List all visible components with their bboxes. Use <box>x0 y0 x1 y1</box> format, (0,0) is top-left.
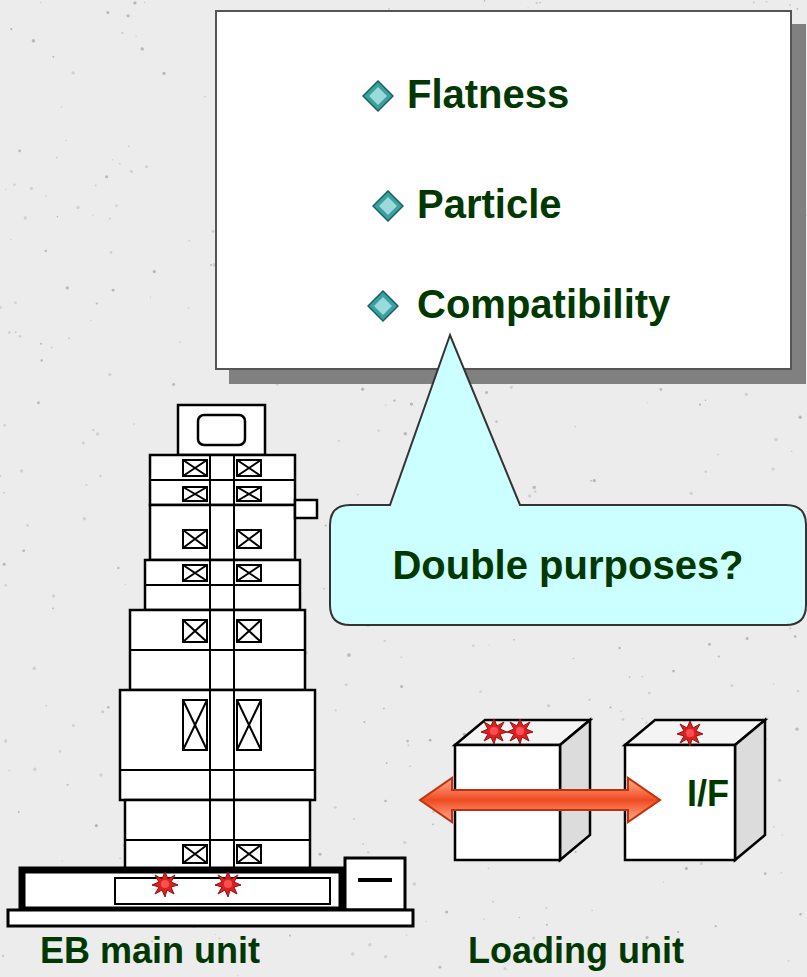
interface-cube: I/F <box>625 745 735 860</box>
callout-box: FlatnessParticleCompatibility <box>215 10 792 370</box>
diamond-bullet <box>372 190 404 222</box>
bubble-text: Double purposes? <box>392 543 743 588</box>
unit-label: Loading unit <box>468 930 684 972</box>
bullet-item: Flatness <box>407 72 569 117</box>
diamond-bullet <box>367 290 399 322</box>
speech-bubble: Double purposes? <box>330 505 806 625</box>
eb-column <box>120 405 317 870</box>
unit-label: EB main unit <box>40 930 260 972</box>
bullet-item: Compatibility <box>417 282 670 327</box>
interface-label: I/F <box>687 773 729 815</box>
bullet-item: Particle <box>417 182 562 227</box>
diamond-bullet <box>362 80 394 112</box>
loading-cube <box>455 720 590 860</box>
